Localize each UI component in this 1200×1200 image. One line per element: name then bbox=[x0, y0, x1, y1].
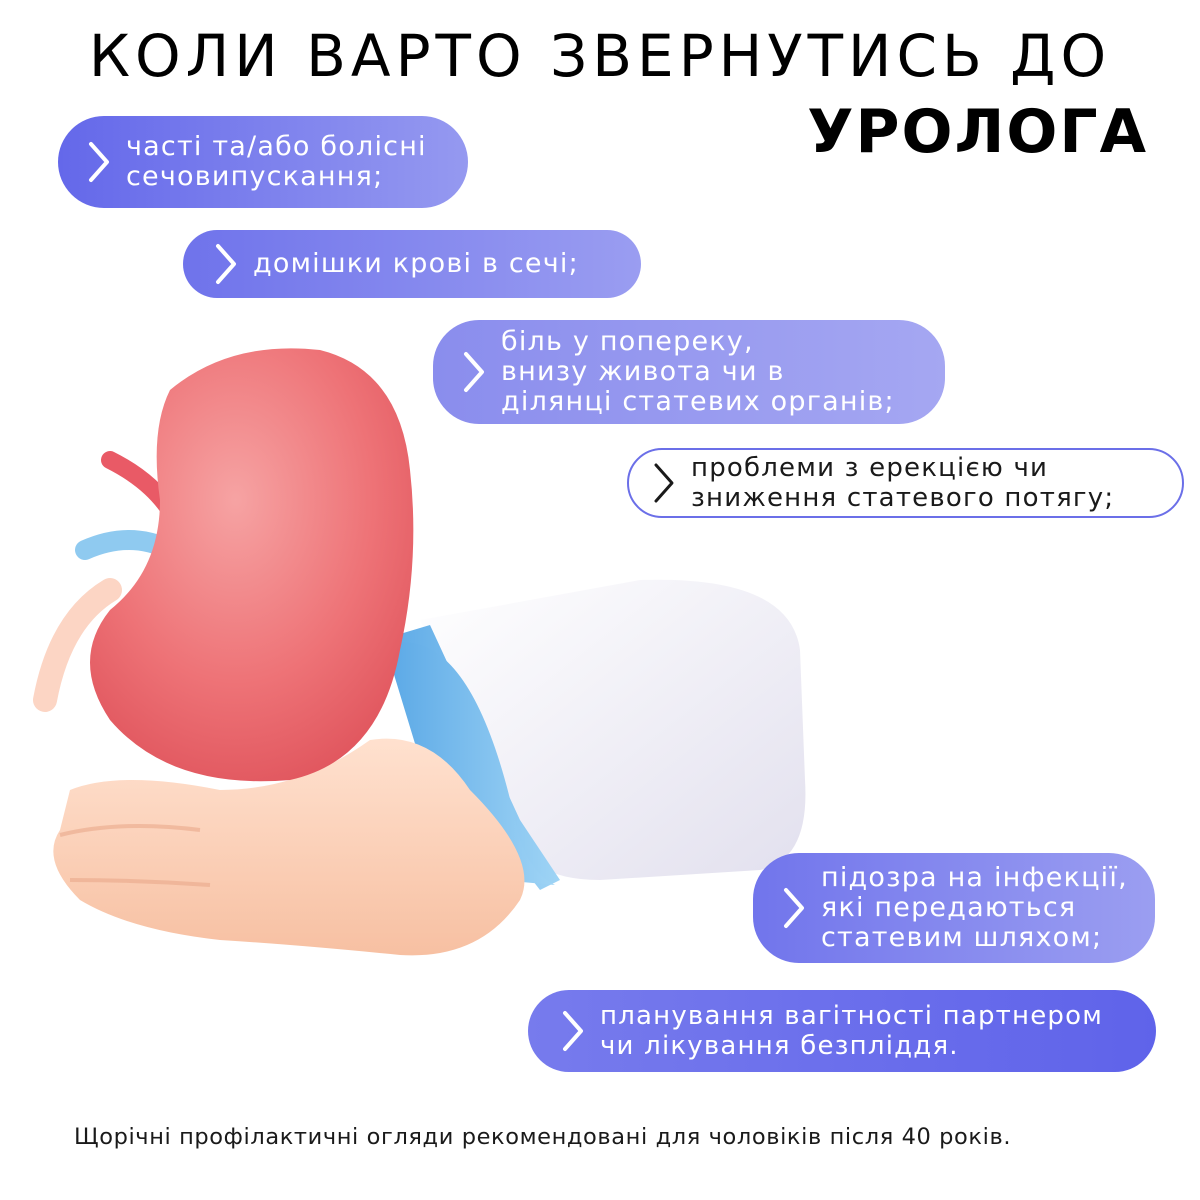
symptom-item-2: домішки крові в сечі; bbox=[183, 230, 641, 298]
chevron-right-icon bbox=[654, 463, 674, 503]
symptom-item-6: планування вагітності партнером чи лікув… bbox=[528, 990, 1156, 1072]
chevron-right-icon bbox=[563, 1011, 583, 1051]
symptom-item-4: проблеми з ерекцією чи зниження статевог… bbox=[627, 448, 1184, 518]
symptom-item-text: біль у попереку, внизу живота чи в ділян… bbox=[501, 326, 895, 417]
chevron-right-icon bbox=[216, 244, 236, 284]
symptom-item-3: біль у попереку, внизу живота чи в ділян… bbox=[433, 320, 945, 424]
symptom-item-5: підозра на інфекції, які передаються ста… bbox=[753, 853, 1155, 963]
symptom-item-1: часті та/або болісні сечовипускання; bbox=[58, 116, 468, 208]
symptom-item-text: планування вагітності партнером чи лікув… bbox=[600, 1001, 1104, 1061]
symptom-item-text: проблеми з ерекцією чи зниження статевог… bbox=[691, 453, 1115, 513]
page-title: КОЛИ ВАРТО ЗВЕРНУТИСЬ ДО bbox=[88, 22, 1112, 90]
kidney-in-hand-icon bbox=[33, 348, 806, 956]
chevron-right-icon bbox=[464, 352, 484, 392]
chevron-right-icon bbox=[89, 142, 109, 182]
page-title-emphasis: УРОЛОГА bbox=[807, 97, 1148, 167]
symptom-item-text: домішки крові в сечі; bbox=[253, 248, 579, 279]
chevron-right-icon bbox=[784, 888, 804, 928]
symptom-item-text: підозра на інфекції, які передаються ста… bbox=[821, 862, 1128, 953]
footer-note: Щорічні профілактичні огляди рекомендова… bbox=[74, 1124, 1012, 1150]
symptom-item-text: часті та/або болісні сечовипускання; bbox=[126, 131, 427, 192]
